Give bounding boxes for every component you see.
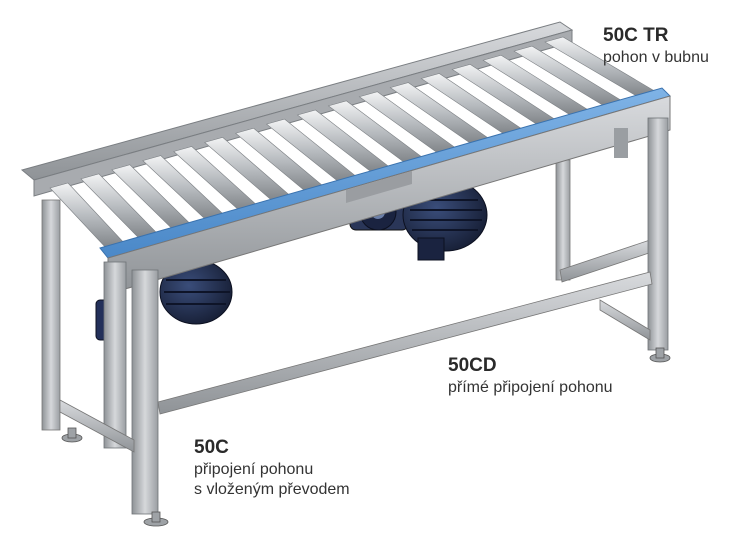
label-50c-desc-line2: s vloženým převodem [194,480,350,498]
label-50cd: 50CD přímé připojení pohonu [448,354,613,398]
label-50cd-desc: přímé připojení pohonu [448,378,613,396]
roller [173,146,260,213]
front-legs [103,117,669,515]
front-rail [99,87,671,295]
back-legs [41,159,653,431]
label-50c-desc-line1: připojení pohonu [194,460,314,478]
label-50cd-code: 50CD [448,355,497,376]
label-50c-code: 50C [194,437,229,458]
leveling-feet [61,347,671,527]
label-50c-tr-desc: pohon v bubnu [603,48,709,66]
label-50c-tr-code: 50C TR [603,25,669,46]
label-50c-tr: 50C TR pohon v bubnu [603,24,709,68]
back-rail [20,21,574,197]
label-50c: 50C připojení pohonu s vloženým převodem [194,436,350,500]
bottom-braces [59,271,653,453]
roller-set [49,36,659,251]
